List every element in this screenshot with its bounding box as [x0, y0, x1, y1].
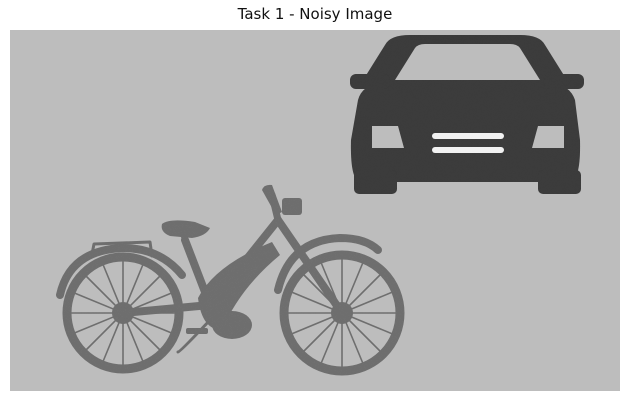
- bicycle-pedal: [186, 328, 208, 334]
- bicycle-icon: [56, 191, 405, 376]
- car-windshield: [395, 44, 540, 80]
- car-grille-bar-bottom: [432, 147, 504, 153]
- noisy-image: [10, 30, 620, 391]
- car-headlight-left: [372, 126, 404, 148]
- car-headlight-right: [532, 126, 564, 148]
- bicycle-handlebar: [262, 184, 282, 215]
- car-grille-bar-top: [432, 133, 504, 139]
- bicycle-battery: [198, 242, 280, 330]
- bicycle-headlight: [282, 198, 302, 215]
- bicycle-seat: [161, 220, 210, 238]
- noisy-image-canvas: [10, 30, 620, 391]
- bicycle-motor: [212, 311, 252, 339]
- figure-title: Task 1 - Noisy Image: [237, 5, 393, 23]
